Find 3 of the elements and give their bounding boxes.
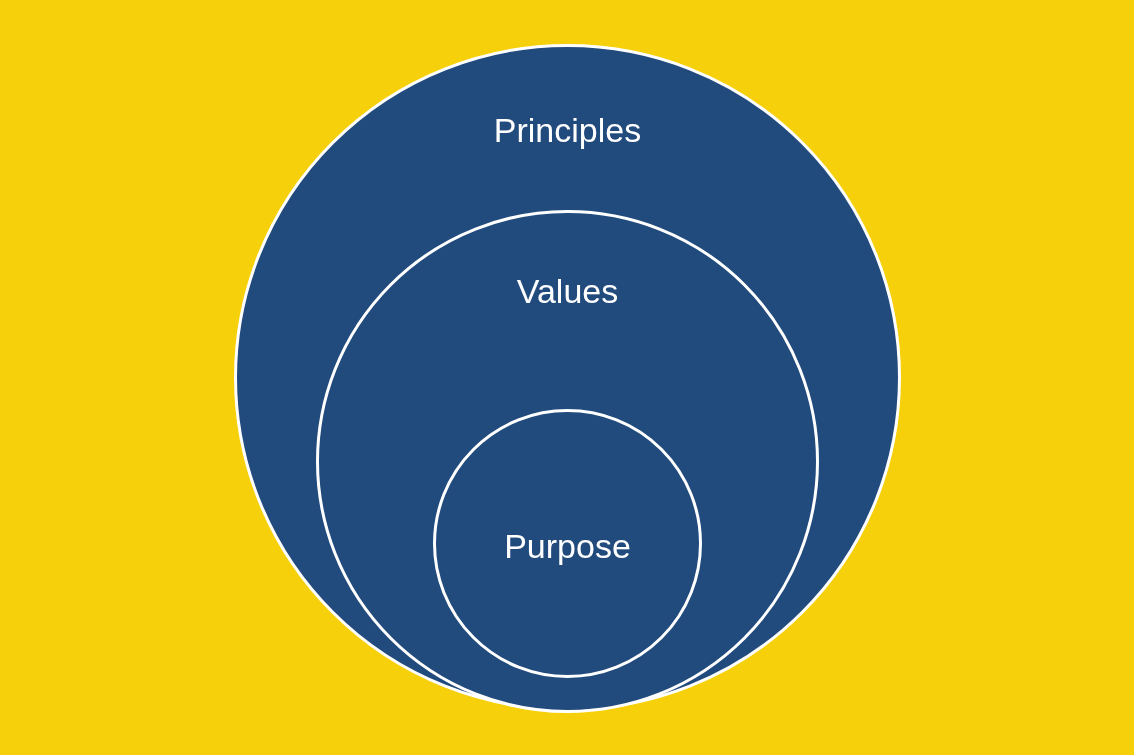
- circle-label: Values: [516, 271, 619, 311]
- circle-label: Principles: [493, 110, 642, 150]
- circle-label: Purpose: [504, 526, 631, 566]
